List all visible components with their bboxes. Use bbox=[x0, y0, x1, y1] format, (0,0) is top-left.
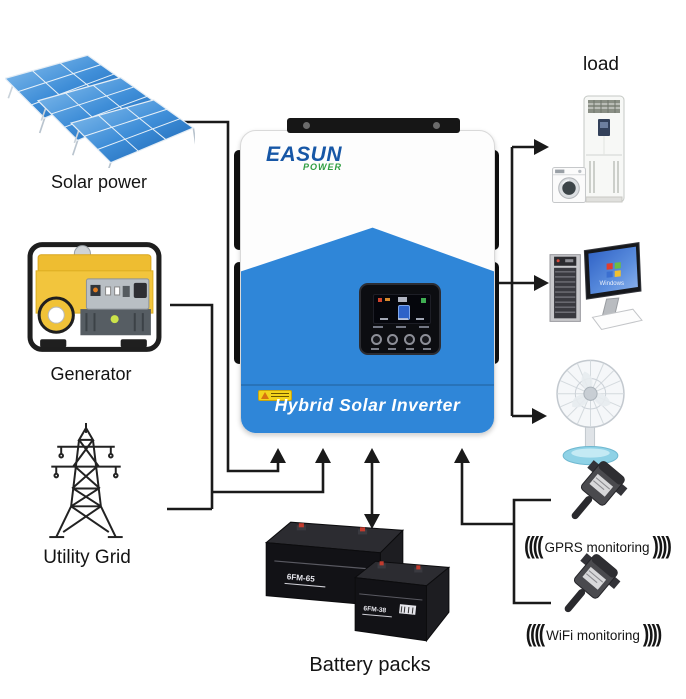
battery-small-model: 6FM-38 bbox=[363, 605, 387, 614]
display-screen bbox=[373, 294, 431, 324]
inverter-display bbox=[359, 283, 441, 355]
line-generator-to-junction bbox=[170, 303, 214, 509]
load-label: load bbox=[583, 54, 619, 75]
display-button-up bbox=[387, 334, 399, 345]
inverter-blue-panel bbox=[241, 227, 494, 433]
inverter-caption: Hybrid Solar Inverter bbox=[274, 395, 461, 415]
screen-dash bbox=[416, 318, 424, 320]
display-button-labels bbox=[371, 348, 431, 350]
wifi-monitoring-caption: (((( WiFi monitoring )))) bbox=[512, 621, 674, 648]
gprs-monitoring-label: GPRS monitoring bbox=[544, 539, 650, 555]
wifi-dongle-icon bbox=[556, 553, 622, 627]
battery-packs-label: Battery packs bbox=[309, 654, 431, 676]
fan-icon bbox=[552, 357, 629, 467]
gprs-waves-left: (((( bbox=[524, 533, 543, 560]
bracket-screw-right bbox=[433, 122, 440, 129]
arrow-up-battery bbox=[364, 448, 380, 463]
screen-dash bbox=[398, 318, 408, 320]
display-buttons bbox=[371, 334, 431, 345]
generator-icon bbox=[22, 238, 168, 358]
utility-grid-label: Utility Grid bbox=[43, 547, 131, 568]
display-button-esc bbox=[371, 334, 382, 345]
display-button-down bbox=[403, 334, 415, 345]
screen-green-indicator bbox=[421, 298, 426, 303]
gprs-monitoring-caption: (((( GPRS monitoring )))) bbox=[512, 533, 682, 560]
line-monitoring-to-inverter bbox=[460, 461, 514, 526]
screen-digits bbox=[398, 297, 407, 302]
generator-label: Generator bbox=[50, 364, 132, 384]
computer-icon: Windows bbox=[548, 240, 644, 334]
arrow-up-solar bbox=[270, 448, 286, 463]
arrow-right-fan bbox=[532, 408, 547, 424]
inverter-seam bbox=[241, 384, 494, 386]
warning-text-lines bbox=[271, 393, 289, 398]
utility-grid-icon bbox=[40, 421, 132, 545]
screen-red-indicator bbox=[378, 298, 382, 302]
easun-brand-text: EASUN bbox=[266, 143, 343, 166]
screen-dash bbox=[380, 318, 388, 320]
inverter: EASUN POWER bbox=[240, 130, 495, 434]
washing-machine-icon bbox=[552, 164, 586, 204]
solar-panels-icon bbox=[4, 50, 197, 179]
easun-power-text: POWER bbox=[303, 162, 343, 172]
line-junction-to-inverter bbox=[212, 461, 325, 494]
arrow-up-gen-grid bbox=[315, 448, 331, 463]
wifi-monitoring-label: WiFi monitoring bbox=[546, 627, 640, 643]
air-conditioner-icon bbox=[583, 93, 625, 207]
wifi-waves-left: (((( bbox=[525, 621, 545, 648]
wifi-waves-right: )))) bbox=[642, 621, 662, 648]
computer-screen-label: Windows bbox=[600, 281, 625, 287]
display-indicator-row bbox=[373, 326, 429, 329]
battery-large-model: 6FM-65 bbox=[286, 572, 315, 583]
screen-orange-indicator bbox=[385, 298, 390, 301]
battery-large-icon: 6FM-65 bbox=[260, 512, 408, 616]
arrow-up-monitoring bbox=[454, 448, 470, 463]
solar-power-label: Solar power bbox=[50, 172, 148, 192]
gprs-waves-right: )))) bbox=[652, 533, 672, 560]
display-button-enter bbox=[419, 334, 431, 345]
arrow-right-ac bbox=[534, 139, 549, 155]
battery-small-icon: 6FM-38 bbox=[347, 551, 454, 648]
bracket-screw-left bbox=[303, 122, 310, 129]
arrow-right-computer bbox=[534, 275, 549, 291]
inverter-mount-bracket bbox=[287, 118, 460, 133]
easun-logo: EASUN POWER bbox=[266, 144, 342, 172]
gprs-dongle-icon bbox=[563, 460, 629, 534]
